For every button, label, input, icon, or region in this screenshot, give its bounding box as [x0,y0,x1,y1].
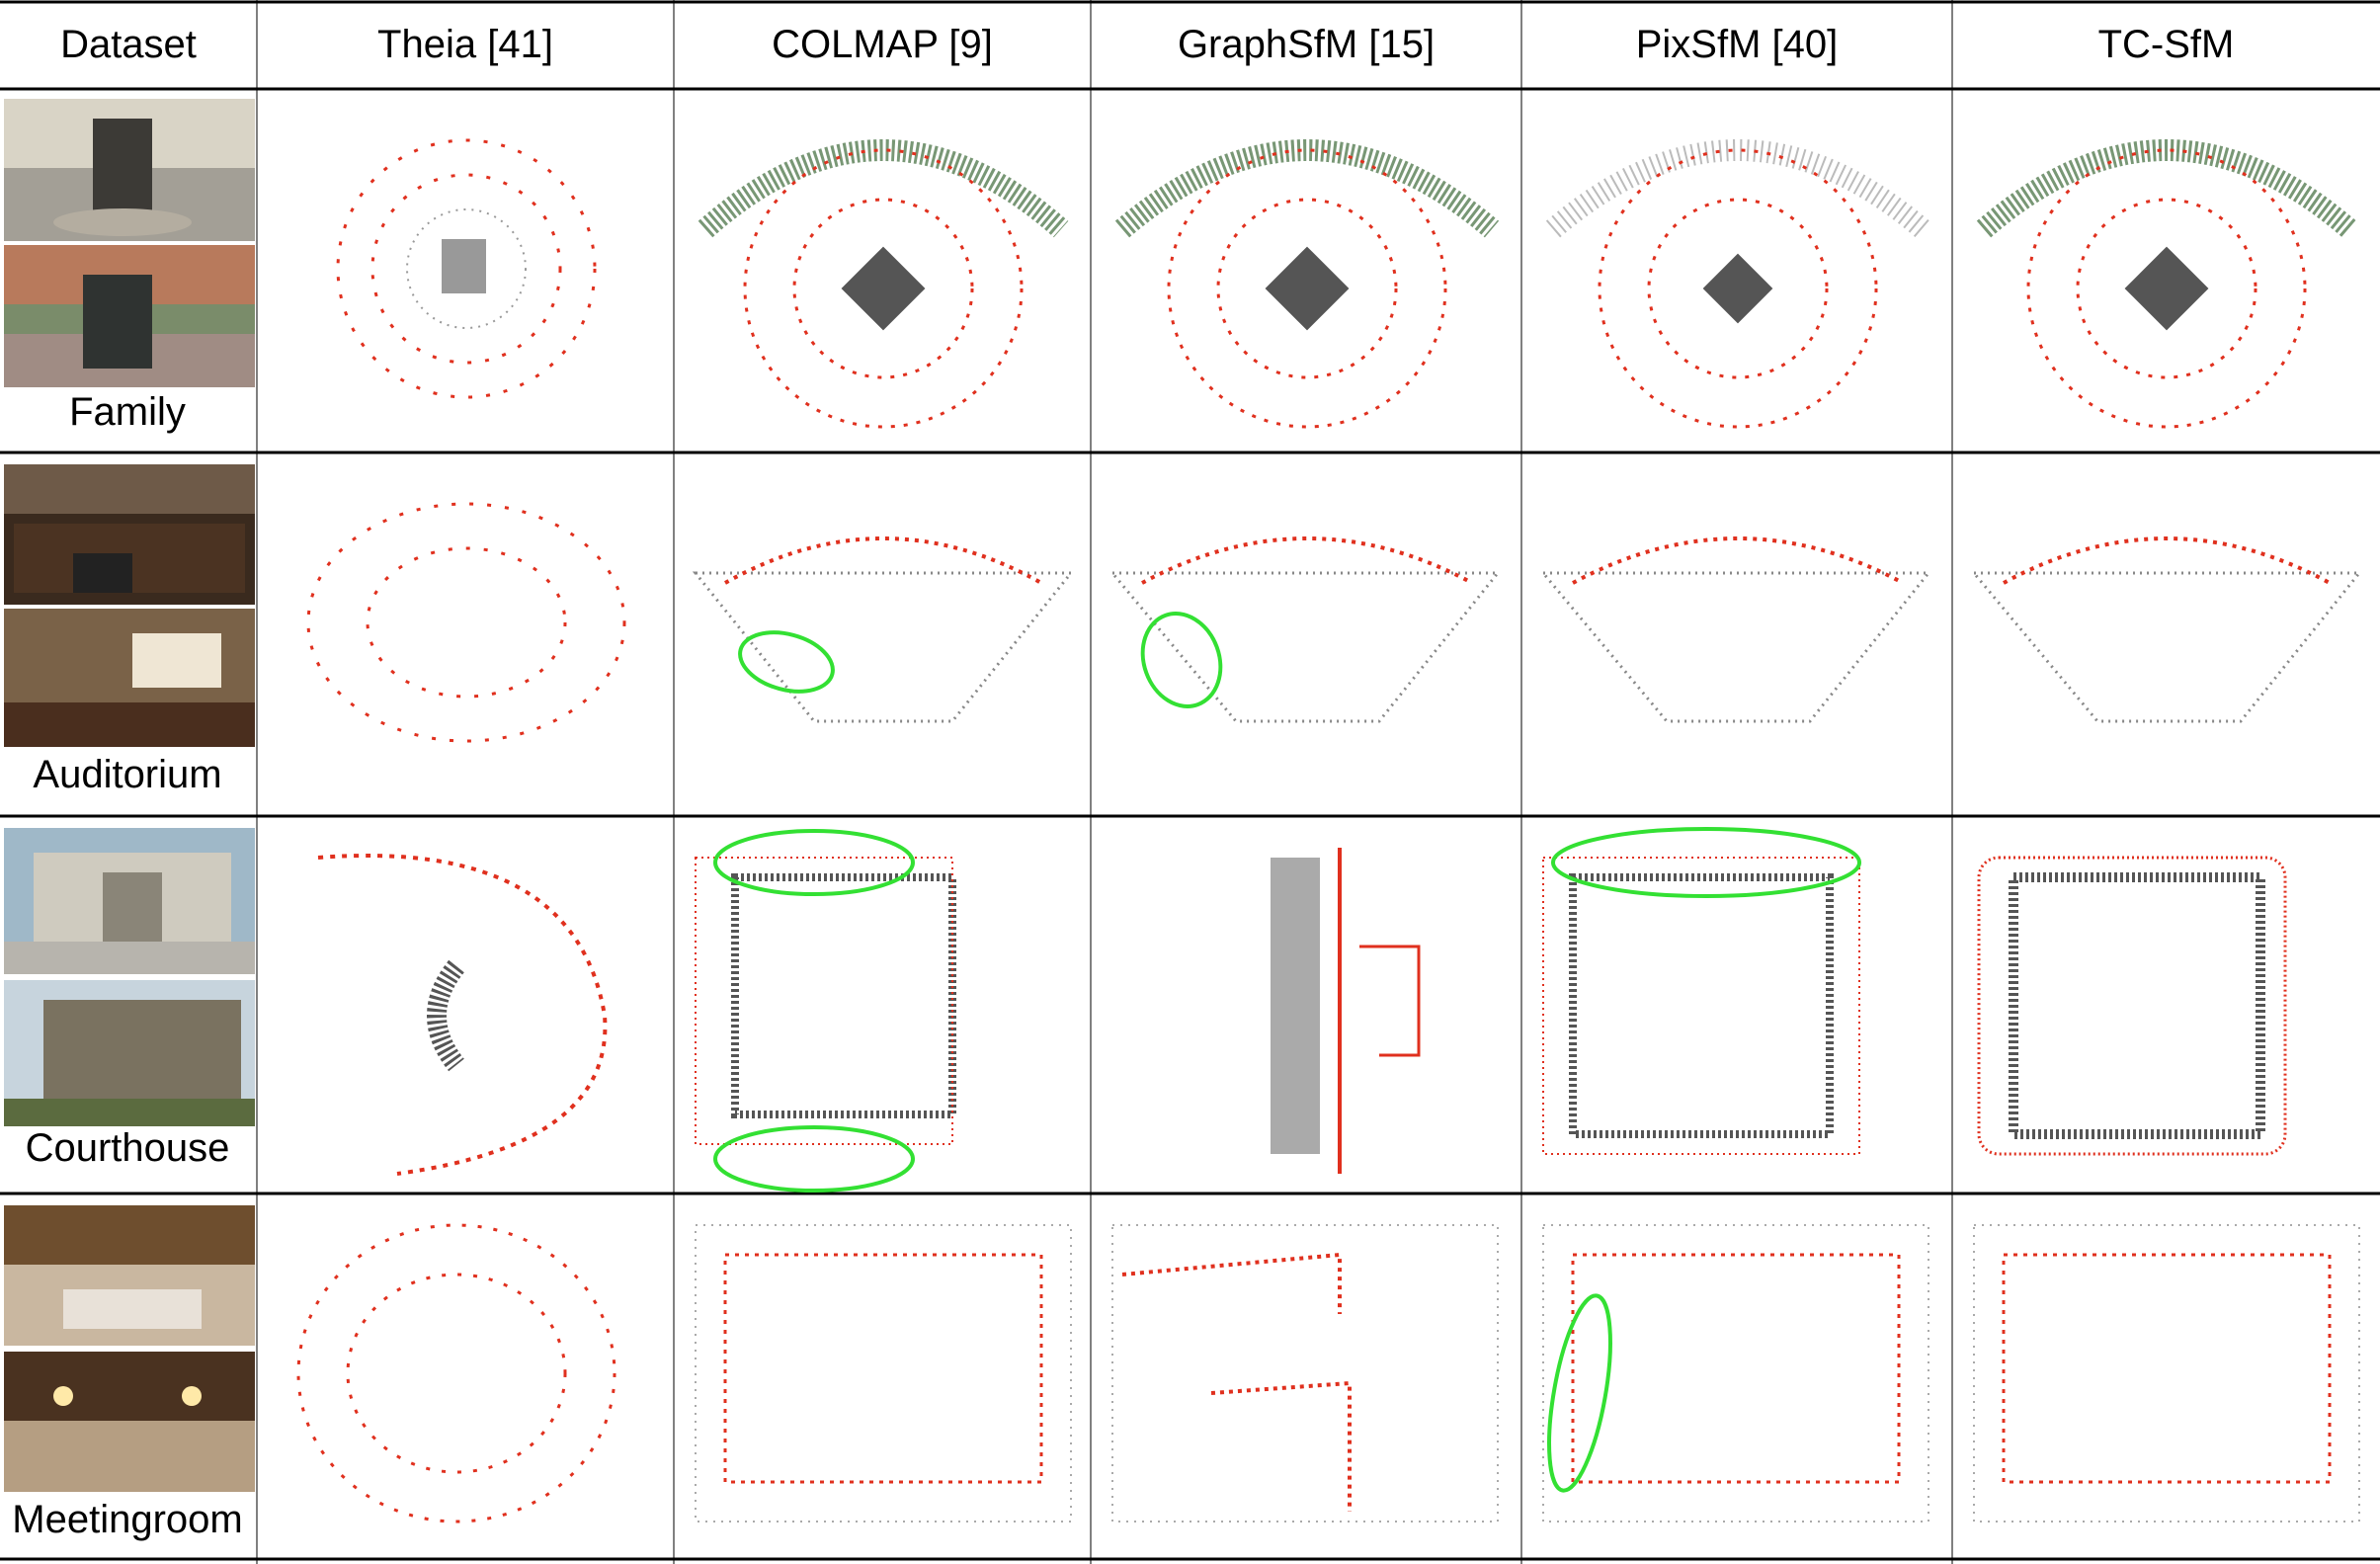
auditorium-photo-bottom [4,609,255,747]
courthouse-pixsfm-reconstruction [1523,818,1952,1194]
courthouse-graphsfm-reconstruction [1093,818,1521,1194]
family-photo-bottom [4,245,255,387]
auditorium-theia-reconstruction [259,454,674,816]
auditorium-photo-top [4,464,255,605]
family-colmap-reconstruction [676,91,1091,453]
family-photo-top [4,99,255,241]
meetingroom-pixsfm-reconstruction [1523,1195,1952,1559]
meetingroom-tcsfm-reconstruction [1954,1195,2380,1559]
header-dataset: Dataset [60,22,197,66]
header-pixsfm: PixSfM [40] [1635,22,1839,66]
family-pixsfm-reconstruction [1523,91,1952,453]
row-label-auditorium: Auditorium [33,753,222,796]
auditorium-pixsfm-reconstruction [1523,454,1952,816]
auditorium-graphsfm-reconstruction [1093,454,1521,816]
courthouse-theia-reconstruction [259,818,674,1194]
auditorium-colmap-reconstruction [676,454,1091,816]
row-label-courthouse: Courthouse [25,1126,230,1170]
courthouse-colmap-reconstruction [676,818,1091,1194]
family-tcsfm-reconstruction [1954,91,2380,453]
meetingroom-photo-top [4,1205,255,1346]
header-graphsfm: GraphSfM [15] [1177,22,1436,66]
meetingroom-theia-reconstruction [259,1195,674,1559]
meetingroom-colmap-reconstruction [676,1195,1091,1559]
meetingroom-photo-bottom [4,1352,255,1492]
courthouse-tcsfm-reconstruction [1954,818,2380,1194]
row-label-meetingroom: Meetingroom [12,1498,243,1541]
auditorium-tcsfm-reconstruction [1954,454,2380,816]
courthouse-photo-bottom [4,980,255,1126]
courthouse-photo-top [4,828,255,974]
header-colmap: COLMAP [9] [772,22,993,66]
meetingroom-graphsfm-reconstruction [1093,1195,1521,1559]
row-label-family: Family [69,390,186,434]
header-theia: Theia [41] [377,22,553,66]
family-theia-reconstruction [259,91,674,453]
header-tcsfm: TC-SfM [2097,22,2235,66]
family-graphsfm-reconstruction [1093,91,1521,453]
